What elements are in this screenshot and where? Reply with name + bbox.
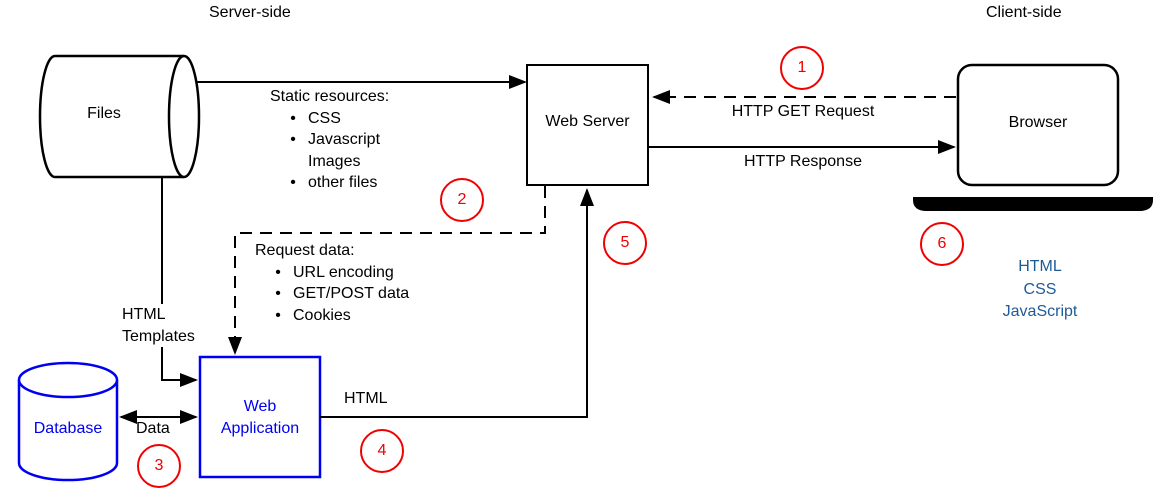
files-cylinder	[38, 54, 201, 179]
list-item: • Images	[308, 152, 361, 170]
browser-box	[956, 63, 1120, 187]
step-badge-6: 6	[920, 222, 964, 266]
bullet-icon: •	[290, 131, 296, 148]
list-item: • Javascript	[270, 129, 389, 151]
static-resources-title: Static resources:	[270, 88, 390, 105]
step-badge-5: 5	[603, 221, 647, 265]
arrow-html	[320, 188, 594, 418]
request-data-block: Request data: • URL encoding • GET/POST …	[255, 240, 409, 326]
server-side-header: Server-side	[209, 4, 291, 21]
data-label: Data	[136, 420, 170, 437]
list-item: • CSS	[270, 108, 389, 130]
bullet-icon: •	[290, 109, 296, 127]
database-label: Database	[33, 420, 103, 437]
files-label: Files	[87, 105, 121, 122]
bullet-icon: •	[290, 174, 296, 191]
bullet-icon: •	[275, 263, 281, 281]
bullet-icon: •	[275, 306, 281, 324]
client-stack-css: CSS	[1023, 280, 1057, 298]
step-badge-2: 2	[440, 178, 484, 222]
bullet-icon: •	[275, 285, 281, 302]
client-stack-html: HTML	[1018, 258, 1062, 275]
arrow-request-data	[228, 186, 546, 355]
list-item: • other files	[270, 172, 389, 194]
html-templates-label: HTML Templates	[122, 304, 214, 347]
http-get-request-label: HTTP GET Request	[731, 103, 875, 120]
request-data-title: Request data:	[255, 242, 355, 259]
web-server-box	[526, 64, 649, 186]
client-side-header: Client-side	[986, 4, 1062, 21]
static-resources-block: Static resources: • CSS • Javascript • I…	[270, 86, 389, 194]
list-item: • URL encoding	[255, 262, 409, 284]
browser-label: Browser	[1008, 114, 1068, 131]
http-response-label: HTTP Response	[744, 153, 862, 170]
arrow-html-templates	[161, 177, 198, 387]
laptop-base	[913, 197, 1153, 211]
step-badge-1: 1	[780, 46, 824, 90]
list-item: • GET/POST data	[255, 283, 409, 305]
html-label: HTML	[344, 390, 388, 407]
web-application-label: Web Application	[220, 398, 300, 437]
database-cylinder	[17, 361, 119, 482]
list-item: • Cookies	[255, 305, 409, 327]
client-stack-block: HTML CSS JavaScript	[965, 256, 1115, 324]
client-stack-javascript: JavaScript	[1002, 303, 1078, 320]
step-badge-3: 3	[137, 444, 181, 488]
web-server-label: Web Server	[545, 113, 630, 130]
step-badge-4: 4	[360, 429, 404, 473]
